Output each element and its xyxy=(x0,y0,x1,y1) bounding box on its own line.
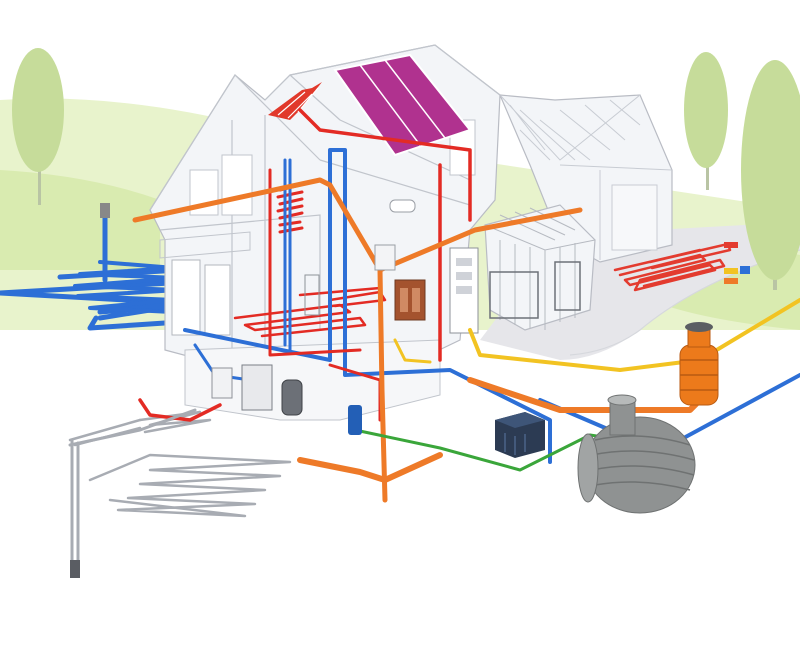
blue-pipe-main xyxy=(183,148,552,464)
garage-door xyxy=(611,184,658,251)
ventilation-unit xyxy=(394,279,426,321)
yellow-pipe xyxy=(468,298,800,372)
chimney-probe xyxy=(100,203,110,218)
orange-pipe-roof xyxy=(132,177,583,273)
control-unit xyxy=(211,367,233,399)
solar-thermal-collector xyxy=(268,82,322,120)
garage xyxy=(499,94,673,263)
battery-storage xyxy=(495,412,545,458)
shower xyxy=(304,274,320,316)
septic-tank-riser xyxy=(609,399,636,436)
septic-tank xyxy=(577,394,696,514)
path-curve xyxy=(569,249,800,356)
heat-pump xyxy=(241,364,273,411)
geothermal-probe xyxy=(70,438,80,574)
probe-tip xyxy=(70,560,80,578)
appliance-box xyxy=(374,244,396,271)
pipe-connectors-right xyxy=(724,242,750,284)
winter-garden xyxy=(484,204,596,331)
boiler-room xyxy=(211,199,426,435)
roof-solar-panel xyxy=(333,53,472,157)
garage-roof xyxy=(499,94,641,161)
orange-downpipe xyxy=(377,267,388,503)
green-pipe xyxy=(353,428,612,472)
storage-cylinder xyxy=(281,379,303,416)
pipes xyxy=(68,108,800,503)
window-front-top xyxy=(189,154,253,216)
tree-right xyxy=(684,52,728,190)
tree-far-right xyxy=(741,60,800,290)
wash-basin xyxy=(389,199,416,213)
tree-left xyxy=(12,48,64,205)
rainwater-tank xyxy=(679,322,719,406)
front-door xyxy=(449,247,479,334)
window-front-bottom xyxy=(171,259,231,336)
blue-vessel xyxy=(348,405,362,435)
rainwater-tank-lid xyxy=(685,322,713,332)
